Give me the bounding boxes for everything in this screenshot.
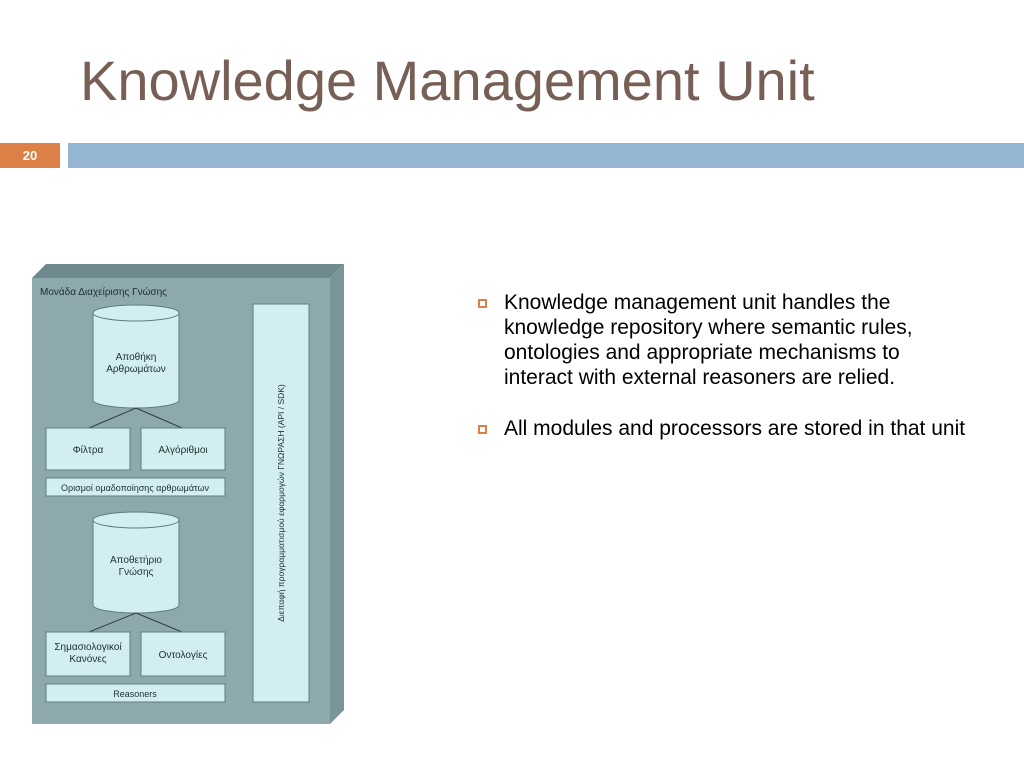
bullet-list: Knowledge management unit handles the kn…: [478, 290, 968, 467]
connector: [135, 612, 183, 633]
filters-label: Φίλτρα: [73, 444, 104, 456]
square-bullet-icon: [478, 299, 487, 308]
bullet-item: All modules and processors are stored in…: [478, 416, 968, 441]
article-store-cylinder: [92, 304, 180, 409]
connector: [88, 612, 137, 633]
slide-title: Knowledge Management Unit: [80, 49, 815, 112]
bullet-text: All modules and processors are stored in…: [504, 417, 966, 440]
filters-box: [45, 427, 131, 471]
connector: [88, 407, 137, 429]
grouping-label: Ορισμοί ομαδοποίησης αρθρωμάτων: [61, 483, 209, 493]
panel-top-face: [32, 264, 344, 278]
article-store-label-2: Αρθρωμάτων: [106, 363, 166, 375]
panel-side-face: [330, 264, 344, 724]
api-label: Διεπαφή προγραμματισμού εφαρμογών ΓΝΩΡΑΣ…: [276, 384, 286, 622]
knowledge-store-label-1: Αποθετήριο: [110, 554, 162, 566]
semantic-rules-box: [45, 631, 131, 677]
knowledge-store-label-2: Γνώσης: [119, 566, 154, 578]
semantic-rules-label-1: Σημασιολογικοί: [54, 641, 122, 653]
algorithms-label: Αλγόριθμοι: [158, 444, 207, 456]
knowledge-unit-diagram: Μονάδα Διαχείρισης Γνώσης Αποθήκη Αρθρωμ…: [32, 264, 344, 724]
article-store-label-1: Αποθήκη: [116, 351, 157, 363]
reasoners-box: [45, 683, 226, 703]
unit-title: Μονάδα Διαχείρισης Γνώσης: [40, 286, 167, 298]
knowledge-store-cylinder: [92, 511, 180, 614]
grouping-box: [45, 477, 226, 497]
ontologies-box: [140, 631, 226, 677]
reasoners-label: Reasoners: [113, 689, 157, 699]
ontologies-label: Οντολογίες: [159, 649, 208, 661]
header-rule: [68, 143, 1024, 168]
algorithms-box: [140, 427, 226, 471]
square-bullet-icon: [478, 425, 487, 434]
api-bar: [252, 303, 310, 703]
connector: [135, 407, 183, 429]
semantic-rules-label-2: Κανόνες: [69, 653, 106, 665]
bullet-text: Knowledge management unit handles the kn…: [504, 291, 913, 389]
page-number: 20: [0, 143, 60, 168]
bullet-item: Knowledge management unit handles the kn…: [478, 290, 968, 390]
